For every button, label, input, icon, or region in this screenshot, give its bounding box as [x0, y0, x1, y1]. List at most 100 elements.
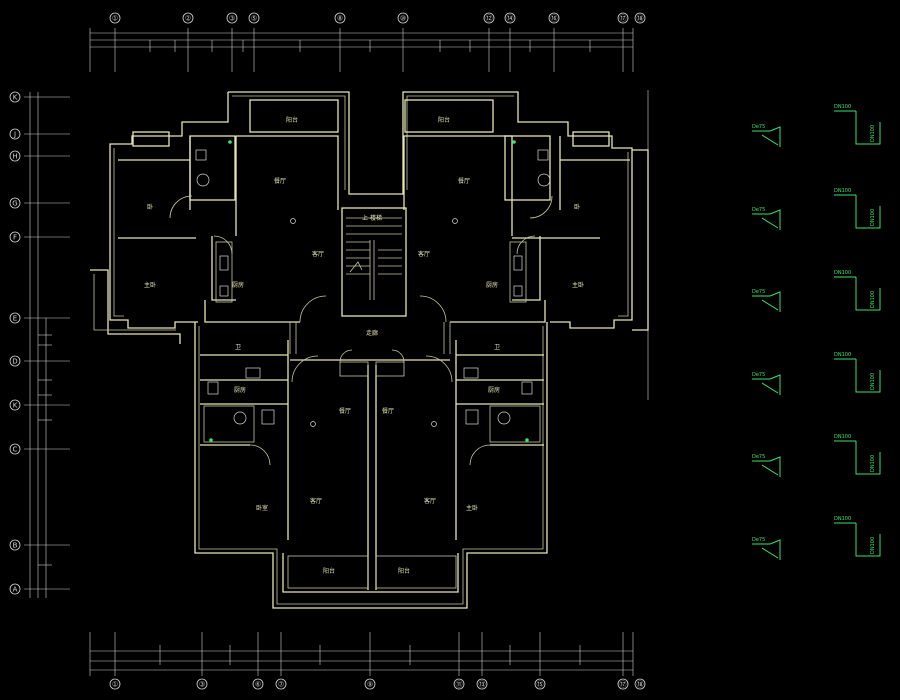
- axis-label: ⑯: [551, 15, 558, 23]
- pipe-riser-left: De75: [752, 454, 781, 477]
- pipe-label-vertical: DN100: [870, 291, 876, 308]
- room-label: 阳台: [286, 116, 298, 124]
- room-label: 走廊: [366, 329, 378, 337]
- room-label: 餐厅: [458, 177, 470, 185]
- room-label: 客厅: [310, 497, 322, 505]
- room-label: 卧: [574, 203, 580, 211]
- axis-bubble: C: [9, 443, 21, 455]
- axis-label: F: [13, 234, 17, 242]
- axis-bubble: ③: [226, 12, 238, 24]
- pipe-label: De75: [752, 207, 765, 213]
- pipe-label: DN100: [834, 188, 851, 194]
- pipe-label-vertical: DN100: [870, 373, 876, 390]
- room-label: 卫: [235, 344, 241, 351]
- axis-bubble: K: [9, 91, 21, 103]
- room-label: 客厅: [418, 250, 430, 258]
- axis-label: ③: [229, 15, 235, 23]
- axis-label: ⑱: [637, 15, 644, 23]
- room-label: 卧室: [256, 504, 268, 512]
- axis-bubble: H: [9, 150, 21, 162]
- room-label: 阳台: [323, 567, 335, 575]
- axis-label: ⑧: [337, 15, 343, 23]
- room-label: 卫: [494, 344, 500, 351]
- pipe-label: DN100: [834, 270, 851, 276]
- pipe-label: De75: [752, 537, 765, 543]
- pipe-label: DN100: [834, 104, 851, 110]
- axis-label: ⑮: [537, 681, 544, 689]
- axis-bubble: ⑧: [334, 12, 346, 24]
- axis-label: ⑭: [507, 15, 514, 23]
- axis-label: ⑩: [400, 15, 406, 23]
- pipe-label: De75: [752, 289, 765, 295]
- room-labels: 阳台 阳台 卧 卧 主卧 主卧 餐厅 餐厅 客厅 客厅 厨房 厨房 上 楼梯 走…: [144, 116, 584, 575]
- axis-bubble: ⑤: [248, 12, 260, 24]
- axis-label: ①: [112, 15, 118, 23]
- axis-label: ⑱: [637, 681, 644, 689]
- pipe-label-vertical: DN100: [870, 125, 876, 142]
- pipe-label-vertical: DN100: [870, 209, 876, 226]
- room-label: 阳台: [438, 116, 450, 124]
- axis-bubble: ②: [182, 12, 194, 24]
- axis-label: ⑤: [251, 15, 257, 23]
- axis-bubble: ⑩: [397, 12, 409, 24]
- room-label: 主卧: [144, 281, 156, 289]
- pipe-label: DN100: [834, 434, 851, 440]
- axis-bubble: G: [9, 197, 21, 209]
- axis-bubble: ⑮: [534, 678, 546, 690]
- axis-bubble: E: [9, 312, 21, 324]
- pipe-riser-left: De75: [752, 537, 781, 560]
- axis-bubble: ⑥: [252, 678, 264, 690]
- axis-label: H: [12, 153, 17, 161]
- room-label: 餐厅: [339, 407, 351, 415]
- building-walls: [90, 91, 649, 609]
- axis-bubble: ⑫: [483, 12, 495, 24]
- axis-label: ⑰: [620, 681, 627, 689]
- axis-label: J: [13, 131, 16, 139]
- axis-bubble: ⑬: [476, 678, 488, 690]
- axis-label: ⑥: [255, 681, 261, 689]
- pipe-label-vertical: DN100: [870, 537, 876, 554]
- axis-label: K: [13, 402, 18, 410]
- axis-bubble: A: [9, 583, 21, 595]
- room-label: 上 楼梯: [362, 214, 382, 222]
- axis-label: B: [13, 542, 18, 550]
- axis-bubble: ⑨: [364, 678, 376, 690]
- axis-label: K: [13, 94, 18, 102]
- axis-label: ①: [112, 681, 118, 689]
- pipe-riser-left: De75: [752, 124, 781, 147]
- axis-bubble: K: [9, 399, 21, 411]
- left-dimension-chain: [24, 92, 70, 598]
- pipe-label-vertical: DN100: [870, 455, 876, 472]
- axis-bubble: ⑪: [453, 678, 465, 690]
- room-label: 主卧: [572, 281, 584, 289]
- room-label: 餐厅: [382, 407, 394, 415]
- axis-label: ③: [199, 681, 205, 689]
- axis-bubble: J: [9, 128, 21, 140]
- axis-label: ⑪: [456, 681, 463, 689]
- room-label: 阳台: [398, 567, 410, 575]
- axis-label: ⑬: [479, 681, 486, 689]
- axis-label: C: [13, 446, 18, 454]
- axis-label: E: [13, 315, 17, 323]
- room-label: 客厅: [312, 250, 324, 258]
- room-label: 客厅: [424, 497, 436, 505]
- axis-bubble: D: [9, 355, 21, 367]
- room-label: 厨房: [234, 386, 246, 394]
- axis-label: ②: [185, 15, 191, 23]
- pipe-riser-left: De75: [752, 372, 781, 395]
- axis-bubble: ⑭: [504, 12, 516, 24]
- axis-bubble: ⑯: [548, 12, 560, 24]
- room-label: 餐厅: [274, 177, 286, 185]
- room-label: 厨房: [486, 281, 498, 289]
- pipe-riser-left: De75: [752, 289, 781, 312]
- top-dimension-chain: [89, 28, 634, 72]
- axis-bubble: ⑰: [617, 12, 629, 24]
- axis-bubble: ①: [109, 12, 121, 24]
- room-label: 主卧: [466, 504, 478, 512]
- left-axis-bubbles: K J H G F E D K C B A: [9, 91, 21, 595]
